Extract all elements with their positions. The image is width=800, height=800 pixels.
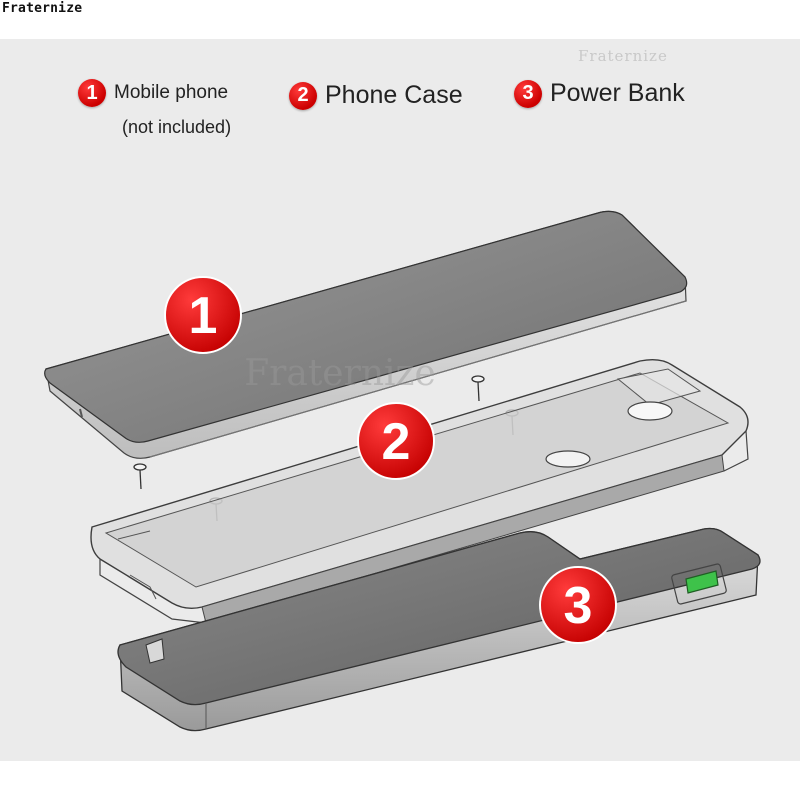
callout-2-number: 2 [382, 413, 411, 471]
brand-label: Fraternize [2, 1, 82, 16]
callout-3-number: 3 [564, 577, 593, 635]
product-diagram-panel: Fraternize 1 Mobile phone (not included)… [0, 39, 800, 761]
exploded-view-illustration: Fraternize 1 2 3 [0, 39, 800, 761]
callout-1-badge: 1 [165, 277, 241, 353]
callout-2-badge: 2 [358, 403, 434, 479]
callout-1-number: 1 [189, 287, 218, 345]
watermark-center: Fraternize [244, 353, 436, 394]
callout-3-badge: 3 [540, 567, 616, 643]
